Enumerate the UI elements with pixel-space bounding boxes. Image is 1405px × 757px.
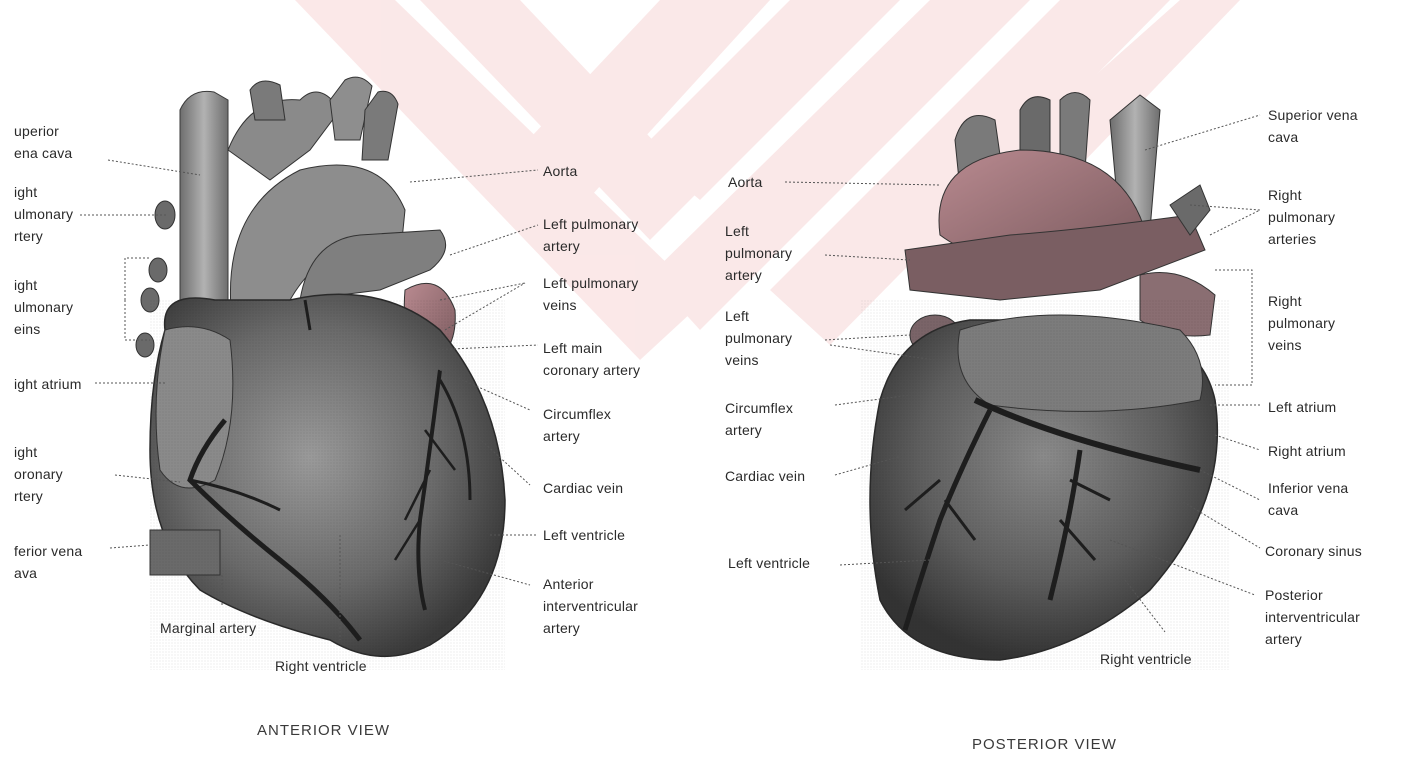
label-left-pulmonary-veins-posterior: Left pulmonary veins — [725, 305, 792, 371]
label-cardiac-vein-posterior: Cardiac vein — [725, 465, 805, 487]
label-right-pulmonary-artery-anterior: ight ulmonary rtery — [14, 181, 73, 247]
label-right-pulmonary-veins-posterior: Right pulmonary veins — [1268, 290, 1335, 356]
label-left-ventricle-anterior: Left ventricle — [543, 524, 625, 546]
label-inferior-vena-cava-anterior: ferior vena ava — [14, 540, 82, 584]
label-circumflex-artery-posterior: Circumflex artery — [725, 397, 793, 441]
label-anterior-interventricular-artery: Anterior interventricular artery — [543, 573, 638, 639]
caption-posterior-view: POSTERIOR VIEW — [972, 736, 1117, 753]
label-left-pulmonary-artery-anterior: Left pulmonary artery — [543, 213, 638, 257]
label-left-ventricle-posterior: Left ventricle — [728, 552, 810, 574]
label-posterior-interventricular-artery: Posterior interventricular artery — [1265, 584, 1360, 650]
label-left-pulmonary-artery-posterior: Left pulmonary artery — [725, 220, 792, 286]
label-right-atrium-anterior: ight atrium — [14, 373, 82, 395]
label-inferior-vena-cava-posterior: Inferior vena cava — [1268, 477, 1348, 521]
label-right-ventricle-anterior: Right ventricle — [275, 655, 367, 677]
caption-anterior-view: ANTERIOR VIEW — [257, 722, 390, 739]
label-coronary-sinus: Coronary sinus — [1265, 540, 1362, 562]
label-cardiac-vein-anterior: Cardiac vein — [543, 477, 623, 499]
label-right-pulmonary-veins-anterior: ight ulmonary eins — [14, 274, 73, 340]
label-aorta-posterior: Aorta — [728, 171, 762, 193]
label-right-atrium-posterior: Right atrium — [1268, 440, 1346, 462]
label-right-ventricle-posterior: Right ventricle — [1100, 648, 1192, 670]
label-left-pulmonary-veins-anterior: Left pulmonary veins — [543, 272, 638, 316]
label-superior-vena-cava-anterior: uperior ena cava — [14, 120, 72, 164]
label-superior-vena-cava-posterior: Superior vena cava — [1268, 104, 1358, 148]
label-right-pulmonary-arteries: Right pulmonary arteries — [1268, 184, 1335, 250]
label-right-coronary-artery-anterior: ight oronary rtery — [14, 441, 63, 507]
anterior-heart-illustration — [136, 77, 505, 670]
label-aorta-anterior: Aorta — [543, 160, 577, 182]
label-left-main-coronary-artery: Left main coronary artery — [543, 337, 640, 381]
label-circumflex-artery-anterior: Circumflex artery — [543, 403, 611, 447]
label-marginal-artery: Marginal artery — [160, 617, 256, 639]
label-left-atrium: Left atrium — [1268, 396, 1336, 418]
